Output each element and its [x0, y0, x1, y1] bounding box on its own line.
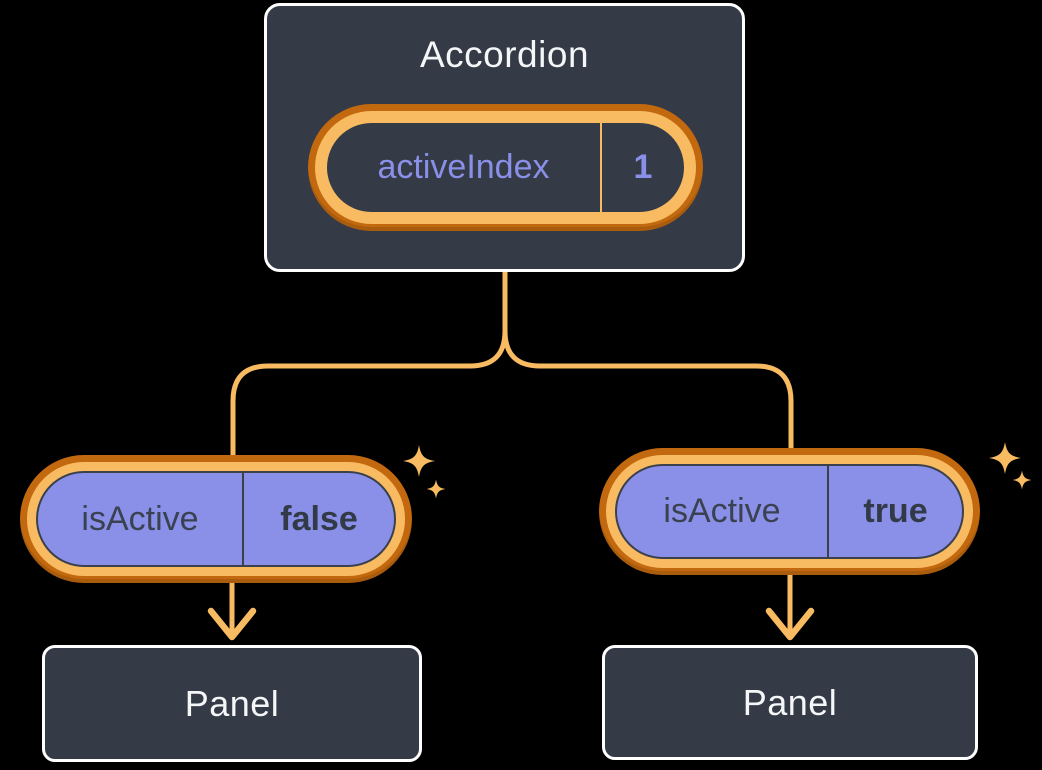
- sparkles-icon: [426, 479, 446, 499]
- state-value: 1: [633, 148, 653, 186]
- prop-pill-body: isActive true: [615, 464, 964, 559]
- state-pill-body: activeIndex 1: [327, 123, 684, 212]
- panel-card-left: Panel: [42, 645, 422, 762]
- state-pill-gold-ring: activeIndex 1: [315, 111, 696, 224]
- prop-name: isActive: [81, 499, 199, 538]
- prop-pill-gold-ring: isActive true: [606, 455, 973, 568]
- prop-pill-right: isActive true: [599, 448, 980, 575]
- sparkles-icon: [1012, 470, 1032, 490]
- prop-pill-gold-ring: isActive false: [27, 462, 405, 576]
- pill-divider: [242, 473, 244, 565]
- prop-pill-body: isActive false: [36, 471, 396, 567]
- panel-label: Panel: [184, 682, 280, 724]
- panel-card-right: Panel: [602, 645, 978, 760]
- pill-divider: [827, 466, 829, 557]
- sparkles-icon: [989, 442, 1021, 474]
- arrow-down-icon: [765, 607, 815, 641]
- prop-value: true: [863, 492, 928, 530]
- component-title: Accordion: [419, 34, 590, 75]
- state-pill: activeIndex 1: [308, 104, 703, 231]
- pill-divider: [600, 123, 602, 212]
- panel-label: Panel: [742, 681, 838, 723]
- sparkles-icon: [403, 445, 435, 477]
- prop-name: isActive: [663, 492, 781, 530]
- prop-value: false: [280, 499, 358, 538]
- prop-pill-left: isActive false: [20, 455, 412, 583]
- connector-right: [502, 268, 794, 463]
- connector-left: [230, 268, 508, 471]
- arrow-down-icon: [207, 607, 257, 641]
- state-name: activeIndex: [377, 148, 550, 186]
